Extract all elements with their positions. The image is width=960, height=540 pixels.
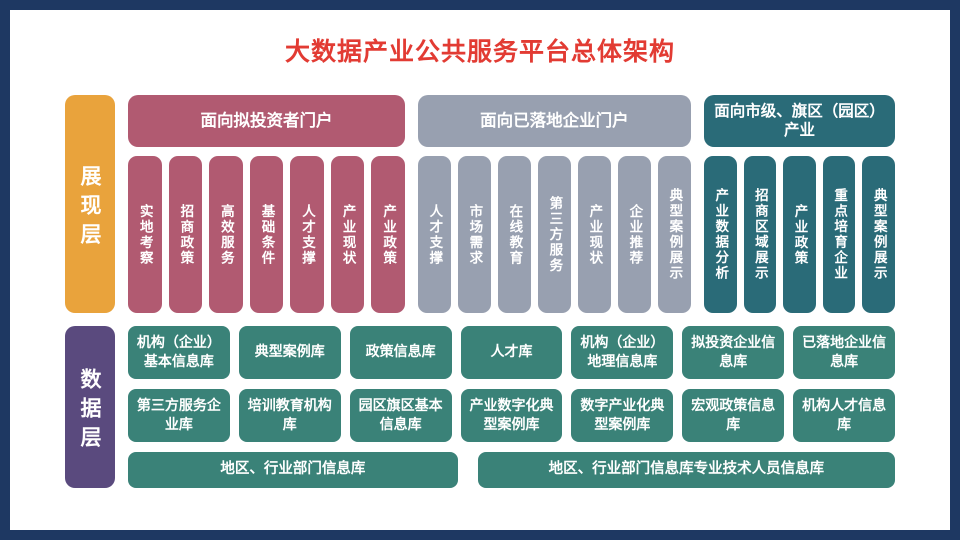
portal-column: 实地考察: [128, 156, 162, 313]
database-box: 数字产业化典型案例库: [571, 389, 674, 442]
database-box: 机构（企业）基本信息库: [128, 326, 230, 379]
database-box: 典型案例库: [238, 326, 341, 379]
database-box: 人才库: [460, 326, 563, 379]
portal-banner-landed-enterprises: 面向已落地企业门户: [417, 95, 691, 147]
portal-group-investors: 面向拟投资者门户 实地考察招商政策高效服务基础条件人才支撑产业现状产业政策: [128, 95, 405, 313]
portal-column: 第三方服务: [537, 156, 571, 313]
portal-column: 招商政策: [168, 156, 203, 313]
portal-banner-municipal-industry: 面向市级、旗区（园区）产业: [703, 95, 895, 147]
portal-banner-investors: 面向拟投资者门户: [128, 95, 405, 147]
portal-columns-investors: 实地考察招商政策高效服务基础条件人才支撑产业现状产业政策: [128, 156, 405, 313]
portal-column: 在线教育: [497, 156, 531, 313]
database-box: 机构（企业）地理信息库: [571, 326, 674, 379]
portal-column: 重点培育企业: [822, 156, 856, 313]
layer-label-presentation: 展现层: [65, 95, 115, 313]
portal-column: 招商区域展示: [743, 156, 777, 313]
database-box: 产业数字化典型案例库: [460, 389, 563, 442]
database-box: 机构人才信息库: [793, 389, 896, 442]
portal-column: 典型案例展示: [657, 156, 691, 313]
database-box: 培训教育机构库: [238, 389, 341, 442]
portal-column: 高效服务: [209, 156, 243, 313]
database-content: 机构（企业）基本信息库典型案例库政策信息库人才库机构（企业）地理信息库拟投资企业…: [128, 326, 896, 488]
database-box: 政策信息库: [349, 326, 452, 379]
data-layer-row: 数据层 机构（企业）基本信息库典型案例库政策信息库人才库机构（企业）地理信息库拟…: [65, 326, 896, 488]
portal-column: 产业现状: [330, 156, 365, 313]
presentation-content: 面向拟投资者门户 实地考察招商政策高效服务基础条件人才支撑产业现状产业政策 面向…: [128, 95, 896, 313]
slide-canvas: 大数据产业公共服务平台总体架构 展现层 面向拟投资者门户 实地考察招商政策高效服…: [10, 10, 950, 530]
database-box: 第三方服务企业库: [128, 389, 230, 442]
portal-column: 人才支撑: [290, 156, 324, 313]
portal-column: 产业政策: [371, 156, 405, 313]
database-box: 已落地企业信息库: [793, 326, 896, 379]
portal-column: 人才支撑: [417, 156, 451, 313]
portal-column: 产业政策: [783, 156, 816, 313]
database-box: 园区旗区基本信息库: [349, 389, 452, 442]
database-box: 拟投资企业信息库: [682, 326, 785, 379]
portal-group-landed-enterprises: 面向已落地企业门户 人才支撑市场需求在线教育第三方服务产业现状企业推荐典型案例展…: [417, 95, 691, 313]
database-box: 宏观政策信息库: [682, 389, 785, 442]
page-title: 大数据产业公共服务平台总体架构: [284, 37, 675, 66]
architecture-diagram: 展现层 面向拟投资者门户 实地考察招商政策高效服务基础条件人才支撑产业现状产业政…: [65, 95, 896, 488]
portal-column: 市场需求: [457, 156, 491, 313]
database-box: 地区、行业部门信息库: [128, 452, 458, 488]
portal-columns-landed-enterprises: 人才支撑市场需求在线教育第三方服务产业现状企业推荐典型案例展示: [417, 156, 691, 313]
database-row-1: 机构（企业）基本信息库典型案例库政策信息库人才库机构（企业）地理信息库拟投资企业…: [128, 326, 896, 379]
portal-column: 企业推荐: [617, 156, 651, 313]
database-row-3: 地区、行业部门信息库地区、行业部门信息库专业技术人员信息库: [128, 452, 895, 488]
database-box: 地区、行业部门信息库专业技术人员信息库: [477, 452, 895, 488]
database-row-2: 第三方服务企业库培训教育机构库园区旗区基本信息库产业数字化典型案例库数字产业化典…: [128, 389, 896, 442]
portal-column: 产业数据分析: [703, 156, 737, 313]
layer-label-data: 数据层: [65, 326, 115, 488]
portal-column: 基础条件: [249, 156, 284, 313]
portal-column: 典型案例展示: [862, 156, 896, 313]
portal-columns-municipal-industry: 产业数据分析招商区域展示产业政策重点培育企业典型案例展示: [703, 156, 896, 313]
portal-column: 产业现状: [577, 156, 611, 313]
portal-group-municipal-industry: 面向市级、旗区（园区）产业 产业数据分析招商区域展示产业政策重点培育企业典型案例…: [703, 95, 896, 313]
presentation-layer-row: 展现层 面向拟投资者门户 实地考察招商政策高效服务基础条件人才支撑产业现状产业政…: [65, 95, 896, 313]
